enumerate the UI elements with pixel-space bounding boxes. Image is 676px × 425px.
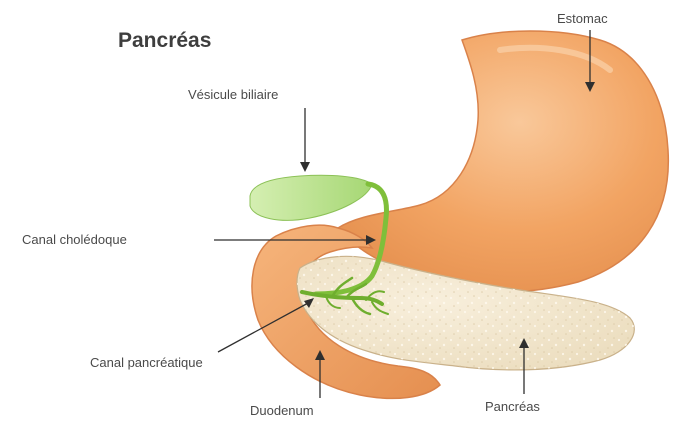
label-duodenum: Duodenum: [250, 404, 314, 417]
label-stomach: Estomac: [557, 12, 608, 25]
label-pancreas: Pancréas: [485, 400, 540, 413]
gallbladder-shape: [250, 175, 372, 220]
label-gallbladder: Vésicule biliaire: [188, 88, 278, 101]
label-pancreatic-duct: Canal pancréatique: [90, 356, 203, 369]
label-bile-duct: Canal cholédoque: [22, 233, 127, 246]
diagram-title: Pancréas: [118, 30, 211, 51]
stomach-shape: [338, 31, 668, 292]
